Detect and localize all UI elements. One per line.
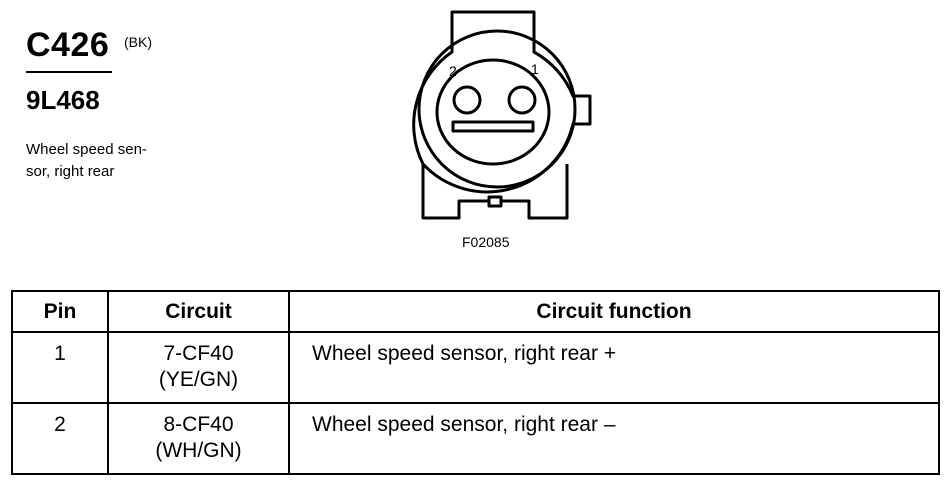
- wire-color: (WH/GN): [155, 439, 242, 462]
- figure-id: F02085: [462, 234, 510, 250]
- function-cell: Wheel speed sensor, right rear +: [288, 331, 940, 404]
- circuit-cell: 8-CF40 (WH/GN): [107, 402, 290, 475]
- pin-cell: 1: [11, 331, 109, 404]
- pinout-table: Pin Circuit Circuit function 1 7-CF40 (Y…: [11, 290, 940, 475]
- connector-shell-outline: [412, 10, 592, 194]
- wire-color: (YE/GN): [158, 368, 239, 391]
- table-row: 1 7-CF40 (YE/GN) Wheel speed sensor, rig…: [11, 331, 940, 404]
- circuit-number: 8-CF40: [163, 413, 234, 436]
- connector-description: Wheel speed sen- sor, right rear: [26, 139, 186, 183]
- table-row: 2 8-CF40 (WH/GN) Wheel speed sensor, rig…: [11, 402, 940, 475]
- function-cell: Wheel speed sensor, right rear –: [288, 402, 940, 475]
- circuit-cell: 7-CF40 (YE/GN): [107, 331, 290, 404]
- header-pin: Pin: [11, 290, 109, 333]
- pin-2-terminal: [452, 85, 482, 115]
- header-circuit-function: Circuit function: [288, 290, 940, 333]
- pin-cell: 2: [11, 402, 109, 475]
- part-number: 9L468: [26, 85, 100, 115]
- pin-cavity: [435, 58, 551, 166]
- description-line-2: sor, right rear: [26, 163, 115, 180]
- connector-color-code: (BK): [124, 34, 152, 50]
- connector-key-slot: [451, 120, 535, 133]
- connector-inner-ring: [417, 29, 577, 189]
- pin-label-2: 2: [449, 63, 457, 79]
- pin-label-1: 1: [531, 61, 539, 77]
- table-header-row: Pin Circuit Circuit function: [11, 290, 940, 333]
- connector-key-tab: [487, 195, 503, 208]
- description-line-1: Wheel speed sen-: [26, 141, 147, 158]
- connector-id: C426: [26, 26, 110, 64]
- pin-1-terminal: [507, 85, 537, 115]
- header-circuit: Circuit: [107, 290, 290, 333]
- connector-id-underline: [26, 71, 112, 73]
- connector-face-diagram: 2 1: [412, 10, 592, 220]
- circuit-number: 7-CF40: [163, 342, 234, 365]
